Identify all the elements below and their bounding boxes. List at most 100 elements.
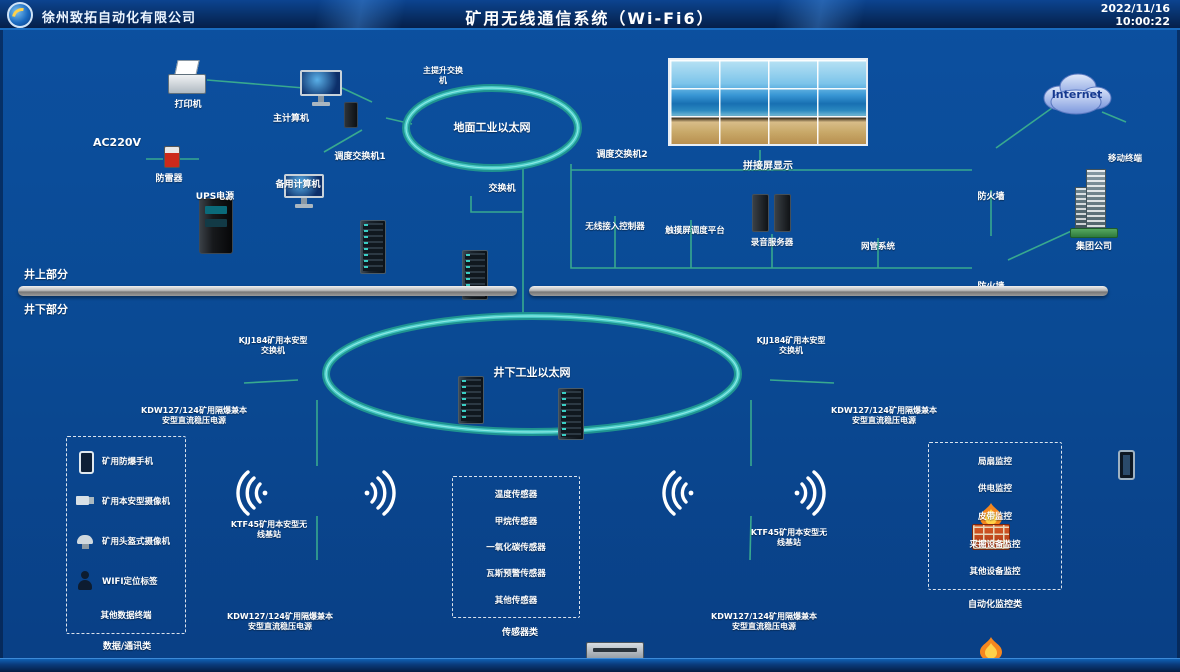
monitor-screen	[284, 174, 324, 199]
psu-left-bottom-label: KDW127/124矿用隔爆兼本安型直流稳压电源	[227, 612, 333, 632]
header-accent	[760, 0, 880, 30]
item-label: WIFI定位标签	[102, 577, 158, 587]
wifi-signal-icon	[662, 470, 694, 516]
psu-right-bottom-label: KDW127/124矿用隔爆兼本安型直流稳压电源	[711, 612, 817, 632]
list-item: 其他传感器	[461, 594, 571, 606]
firewall-icon[interactable]	[972, 503, 1010, 550]
kjj-switch-right-label: KJJ184矿用本安型交换机	[756, 336, 826, 356]
bottom-frame	[0, 658, 1180, 672]
date-text: 2022/11/16	[1100, 2, 1170, 15]
printer-label: 打印机	[174, 100, 202, 110]
building-base	[1070, 228, 1118, 238]
arrester-label: 防雷器	[155, 174, 183, 184]
record-server-icon[interactable]	[750, 194, 794, 232]
switch-icon[interactable]	[458, 376, 484, 424]
main-hoist-switch-label: 主提升交换机	[423, 66, 463, 86]
item-label: 其他传感器	[494, 595, 538, 606]
kjj-switch-left-label: KJJ184矿用本安型交换机	[238, 336, 308, 356]
dispatch-switch1-icon[interactable]	[360, 220, 386, 274]
brick-wall	[972, 524, 1010, 550]
helmet-camera-icon	[75, 529, 95, 553]
server-tower	[774, 194, 791, 232]
list-item: 局扇监控	[937, 455, 1053, 467]
item-label: 一氧化碳传感器	[486, 542, 546, 553]
item-label: 甲烷传感器	[494, 516, 538, 527]
main-computer-icon[interactable]	[300, 70, 342, 106]
psu-right-top-label: KDW127/124矿用隔爆兼本安型直流稳压电源	[831, 406, 937, 426]
server-tower	[752, 194, 769, 232]
below-ground-label: 井下部分	[24, 303, 68, 316]
dispatch-switch2-label: 调度交换机2	[596, 150, 648, 160]
list-item: 皮带监控	[937, 510, 1053, 522]
above-ground-label: 井上部分	[24, 268, 68, 281]
flame-icon	[980, 503, 1002, 527]
list-item: 供电监控	[937, 482, 1053, 494]
base-station-left-label: KTF45矿用本安型无线基站	[230, 520, 308, 540]
dispatch-switch2-icon[interactable]	[558, 388, 584, 440]
lightning-arrester-icon[interactable]	[164, 146, 180, 168]
flame-icon	[980, 637, 1002, 661]
item-label: 其他设备监控	[969, 567, 1021, 578]
list-item: 矿用本安型摄像机	[75, 489, 177, 513]
pc-tower-icon[interactable]	[344, 102, 358, 128]
sensors-caption: 传感器类	[501, 628, 538, 638]
list-item: 其他数据终端	[75, 609, 177, 621]
internet-cloud-icon[interactable]	[1038, 68, 1116, 118]
list-item: WIFI定位标签	[75, 569, 177, 593]
list-item: 采掘设备监控	[937, 538, 1053, 550]
surface-ring-label: 地面工业以太网	[453, 121, 531, 134]
company-logo	[7, 2, 33, 28]
wlan-controller-label: 无线接入控制器	[585, 222, 645, 232]
printer-body	[168, 74, 206, 94]
ups-label: UPS电源	[195, 192, 235, 202]
item-label: 采掘设备监控	[969, 539, 1021, 550]
backup-computer-icon[interactable]	[284, 174, 324, 208]
underground-ring-label: 井下工业以太网	[493, 366, 571, 379]
item-label: 供电监控	[977, 484, 1012, 495]
item-label: 其他数据终端	[100, 611, 152, 621]
time-text: 10:00:22	[1115, 15, 1170, 28]
internet-label: Internet	[1051, 88, 1103, 101]
touch-dispatch-label: 触摸屏调度平台	[665, 226, 725, 236]
camera-icon	[75, 489, 95, 513]
datetime-display: 2022/11/16 10:00:22	[1101, 2, 1170, 28]
automation-caption: 自动化监控类	[967, 600, 1022, 610]
header-accent	[300, 0, 420, 30]
video-wall-icon[interactable]	[668, 58, 868, 146]
group-company-building-icon[interactable]	[1070, 164, 1118, 238]
ac-power-label: AC220V	[92, 136, 142, 149]
sensors-box: 温度传感器 甲烷传感器 一氧化碳传感器 瓦斯预警传感器 其他传感器	[452, 476, 580, 618]
page-title: 矿用无线通信系统（Wi-Fi6）	[465, 9, 715, 28]
wifi-signal-icon	[236, 470, 268, 516]
divider-bar-left	[18, 286, 517, 296]
phone-icon	[75, 449, 95, 474]
list-item: 一氧化碳传感器	[461, 541, 571, 553]
item-label: 矿用本安型摄像机	[102, 497, 171, 507]
automation-box: 局扇监控 供电监控 皮带监控 采掘设备监控 其他设备监控	[928, 442, 1062, 590]
printer-icon[interactable]	[168, 60, 206, 94]
title-bar: 徐州致拓自动化有限公司 矿用无线通信系统（Wi-Fi6） 2022/11/16 …	[0, 0, 1180, 30]
list-item: 温度传感器	[461, 488, 571, 500]
item-label: 矿用防爆手机	[102, 457, 154, 467]
list-item: 甲烷传感器	[461, 515, 571, 527]
wifi-signal-icon	[364, 470, 396, 516]
main-computer-label: 主计算机	[272, 114, 309, 124]
list-item: 瓦斯预警传感器	[461, 567, 571, 579]
mobile-terminal-label: 移动终端	[1107, 154, 1142, 164]
item-label: 皮带监控	[977, 511, 1012, 522]
record-server-label: 录音服务器	[750, 238, 794, 248]
switch-label: 交换机	[488, 184, 516, 194]
list-item: 其他设备监控	[937, 565, 1053, 577]
nms-label: 网管系统	[860, 242, 895, 252]
video-wall-label: 拼接屏显示	[743, 161, 793, 172]
mobile-terminal-icon[interactable]	[1118, 450, 1135, 480]
printer-paper	[174, 60, 200, 75]
ups-icon[interactable]	[199, 198, 233, 254]
item-label: 矿用头盔式摄像机	[102, 537, 171, 547]
base-station-right-label: KTF45矿用本安型无线基站	[750, 528, 828, 548]
person-icon	[75, 569, 95, 593]
company-name: 徐州致拓自动化有限公司	[42, 11, 197, 26]
backup-computer-label: 备用计算机	[275, 180, 321, 190]
group-company-label: 集团公司	[1075, 242, 1112, 252]
